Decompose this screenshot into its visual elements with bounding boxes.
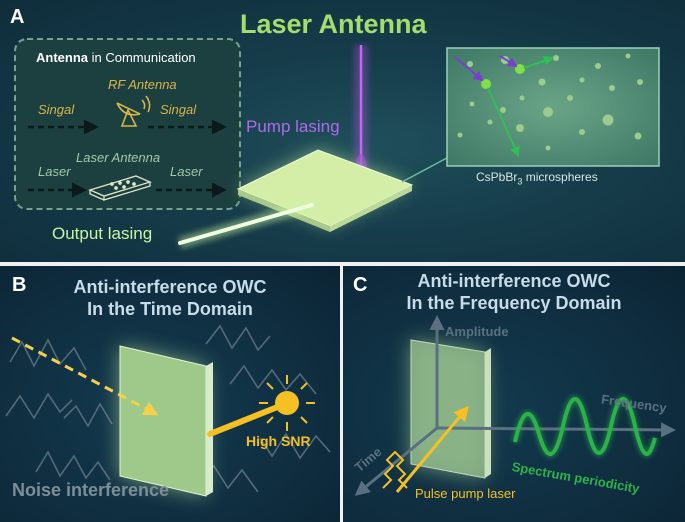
panel-c: C Anti-interference OWC In the Frequency…	[343, 266, 685, 522]
panel-a-graphic	[14, 38, 660, 249]
panel-b-title-line2: In the Time Domain	[87, 299, 253, 319]
amplitude-label: Amplitude	[445, 324, 509, 339]
laser-in-label: Laser	[38, 164, 71, 179]
panel-b-title: Anti-interference OWC In the Time Domain	[0, 276, 340, 320]
antenna-inset-box	[14, 38, 241, 210]
microspheres-sub: 3	[517, 176, 523, 187]
incoming-signal-arrow	[11, 336, 159, 416]
panel-b: B Anti-interference OWC In the Time Doma…	[0, 266, 340, 522]
laser-slab-icon	[88, 175, 152, 201]
panel-c-title-line2: In the Frequency Domain	[406, 293, 622, 313]
signal-in-label: Singal	[38, 102, 75, 117]
microsphere-inset	[446, 47, 660, 167]
panel-a-title: Laser Antenna	[240, 9, 427, 39]
laser-antenna-label: Laser Antenna	[76, 150, 161, 165]
inset-heading-rest: in Communication	[88, 50, 196, 65]
laser-out-label: Laser	[170, 164, 203, 179]
pulse-train	[382, 450, 408, 489]
plate-edge	[206, 362, 213, 496]
output-beam	[178, 203, 314, 245]
pump-arrow-1	[454, 56, 484, 82]
inset-heading-bold: Antenna	[36, 50, 88, 65]
panel-c-title: Anti-interference OWC In the Frequency D…	[343, 270, 685, 314]
sun-icon	[259, 375, 315, 431]
output-beam	[207, 403, 283, 437]
output-lasing-label: Output lasing	[52, 224, 153, 243]
noise-interference-label: Noise interference	[12, 480, 170, 500]
panel-b-graphic	[5, 324, 331, 497]
microspheres-suffix: microspheres	[522, 170, 598, 184]
pulse-pump-arrow	[395, 405, 469, 493]
microspheres-label: CsPbBr3 microspheres	[476, 170, 598, 186]
antenna-plate	[410, 339, 486, 479]
inset-heading: Antenna in Communication	[36, 50, 196, 65]
rf-antenna-label: RF Antenna	[108, 77, 177, 92]
excited-sphere-1	[481, 79, 491, 89]
panel-c-graphic	[354, 315, 676, 496]
pulse-pump-label: Pulse pump laser	[415, 486, 516, 501]
emission-arrow-1	[487, 87, 520, 157]
panel-a: A Laser Antenna Antenna in Communication…	[0, 0, 685, 262]
antenna-plate	[119, 345, 207, 497]
emission-arrow-2	[523, 55, 554, 69]
panel-a-letter: A	[10, 6, 25, 28]
plate-edge	[485, 348, 491, 478]
horizontal-divider	[0, 262, 685, 266]
time-axis	[354, 426, 438, 496]
excited-sphere-2	[515, 64, 525, 74]
pump-lasing-label: Pump lasing	[246, 117, 340, 136]
panel-c-title-line1: Anti-interference OWC	[417, 271, 611, 291]
rf-antenna-icon	[116, 95, 151, 127]
signal-out-label: Singal	[160, 102, 197, 117]
microspheres-prefix: CsPbBr	[476, 170, 518, 184]
panel-b-letter: B	[12, 274, 27, 296]
pump-arrow-2	[499, 55, 518, 68]
panel-b-title-line1: Anti-interference OWC	[73, 277, 267, 297]
plate-edge-right	[330, 185, 412, 232]
spectrum-wave	[513, 397, 657, 457]
high-snr-label: High SNR	[246, 433, 311, 449]
panel-c-letter: C	[353, 274, 368, 296]
vertical-divider	[340, 266, 343, 522]
